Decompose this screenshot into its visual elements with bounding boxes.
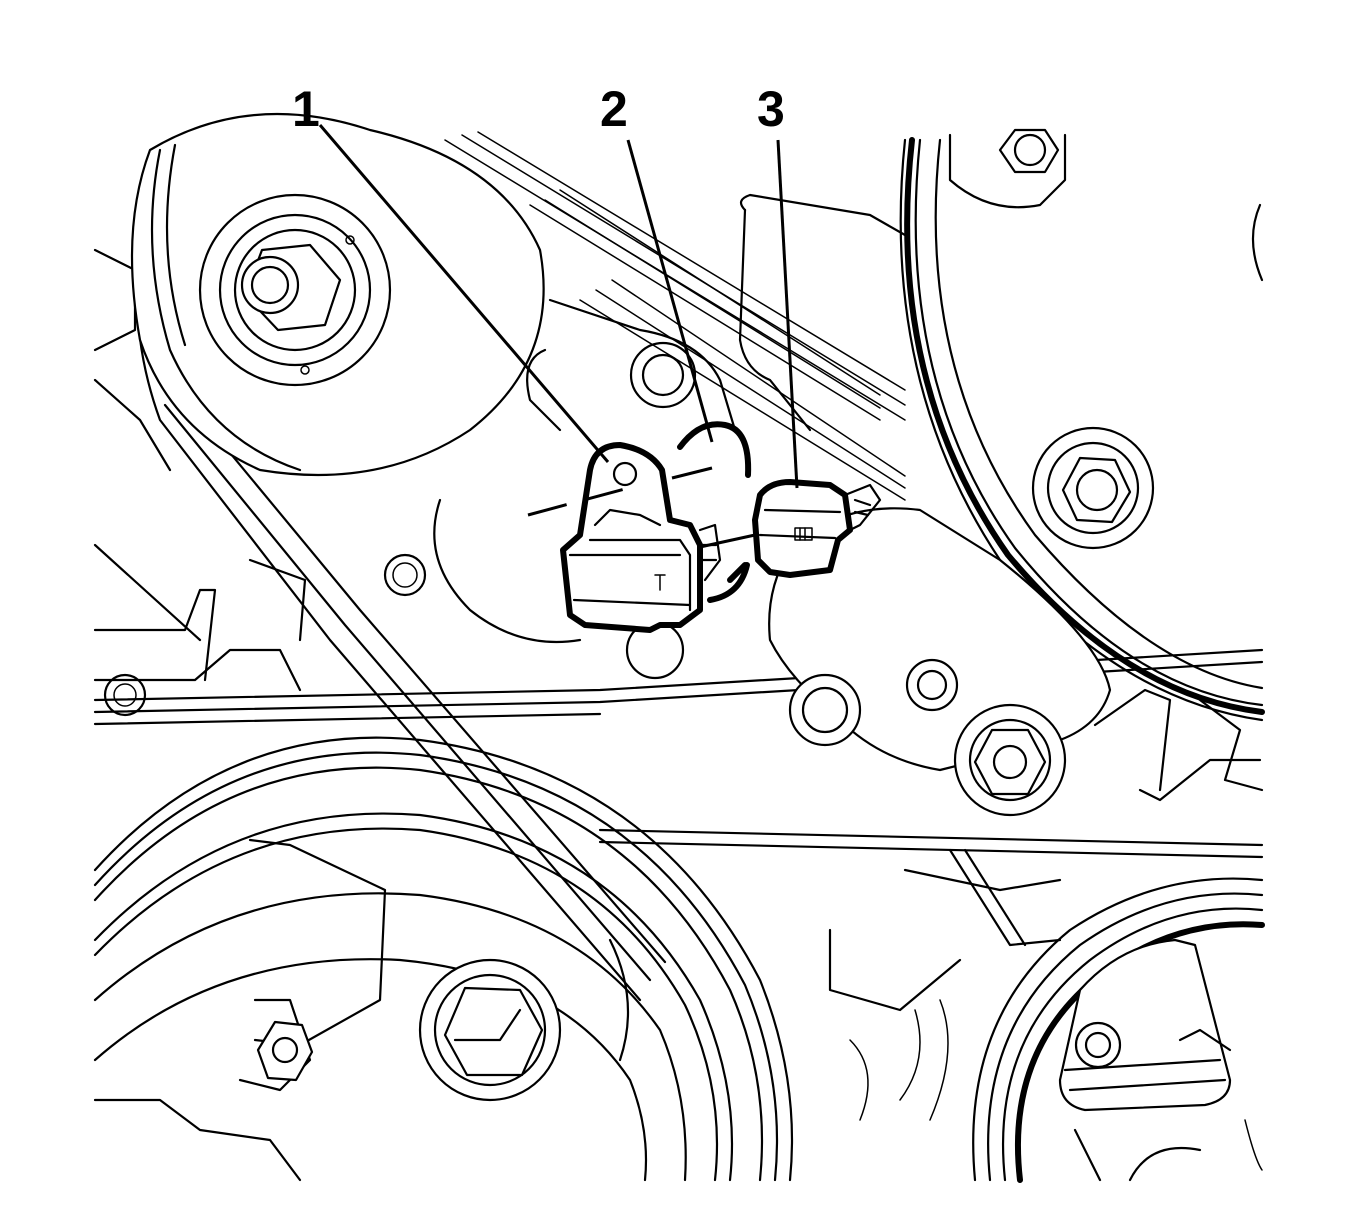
callout-labels: 1 2 3 — [292, 81, 785, 137]
callout-label-2: 2 — [600, 81, 628, 137]
camshaft-position-sensor — [560, 442, 722, 633]
callout-label-1: 1 — [292, 81, 320, 137]
callout-leader-2 — [626, 139, 714, 443]
callout-leader-3 — [776, 139, 799, 489]
engine-block-background — [93, 128, 1264, 1121]
callout-label-3: 3 — [757, 81, 785, 137]
pulley-right-lower — [972, 877, 1265, 1183]
callout-leaders — [318, 124, 799, 489]
tensioner-bracket — [768, 507, 1112, 817]
sensor-seal — [677, 421, 752, 478]
pulley-right-upper — [899, 137, 1265, 722]
drive-belt — [93, 198, 1264, 1002]
callout-leader-1 — [318, 124, 610, 463]
idler-pulley-upper — [130, 112, 545, 477]
sensor-assembly — [527, 421, 882, 633]
wiring-harness-connector — [752, 479, 882, 578]
crankshaft-pulley — [93, 736, 794, 1182]
